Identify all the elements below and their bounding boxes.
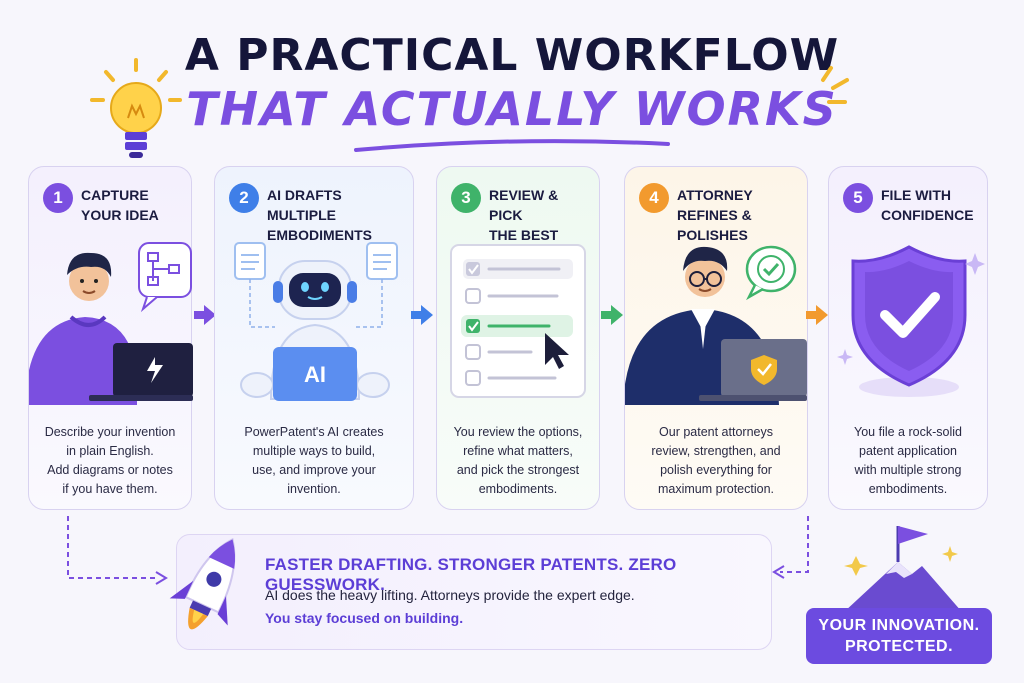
lightbulb-icon [86,56,186,166]
step-card-4: 4 ATTORNEYREFINES & POLISHES Our patent … [624,166,808,510]
attorney-icon [625,229,809,409]
dashed-connector-left [60,514,170,586]
rocket-icon [168,530,248,654]
banner-highlight: You stay focused on building. [265,610,463,626]
step-number: 1 [43,183,73,213]
step-description: You review the options,refine what matte… [445,423,591,499]
step-card-2: 2 AI DRAFTS MULTIPLEEMBODIMENTS AI Power… [214,166,414,510]
robot-icon: AI [215,229,415,409]
step-description: You file a rock-solidpatent application … [837,423,979,499]
title-underline [352,134,672,156]
step-heading: FILE WITHCONFIDENCE [881,185,981,225]
step-heading: CAPTUREYOUR IDEA [81,185,185,225]
step-description: Describe your inventionin plain English.… [37,423,183,499]
shield-check-icon [829,229,989,409]
step-number: 5 [843,183,873,213]
protected-badge: YOUR INNOVATION. PROTECTED. [806,608,992,664]
checklist-icon [437,229,601,409]
step-number: 2 [229,183,259,213]
flag-mountain-icon [838,516,968,612]
person-laptop-icon [29,229,193,409]
flowchart-icon [139,243,191,309]
step-number: 3 [451,183,481,213]
step-card-3: 3 REVIEW & PICKTHE BEST You review the o… [436,166,600,510]
step-card-1: 1 CAPTUREYOUR IDEA Describe your inventi… [28,166,192,510]
arrow-right-icon [805,303,829,327]
arrow-right-icon [600,303,624,327]
check-bubble-icon [747,247,795,297]
step-description: Our patent attorneysreview, strengthen, … [633,423,799,499]
banner-text: AI does the heavy lifting. Attorneys pro… [265,587,635,603]
dashed-connector-right [770,514,820,586]
sparkle-icon [815,62,865,112]
step-number: 4 [639,183,669,213]
step-description: PowerPatent's AI createsmultiple ways to… [223,423,405,499]
step-card-5: 5 FILE WITHCONFIDENCE You file a rock-so… [828,166,988,510]
summary-banner: FASTER DRAFTING. STRONGER PATENTS. ZERO … [176,534,772,650]
arrow-right-icon [410,303,434,327]
ai-label: AI [304,362,326,387]
